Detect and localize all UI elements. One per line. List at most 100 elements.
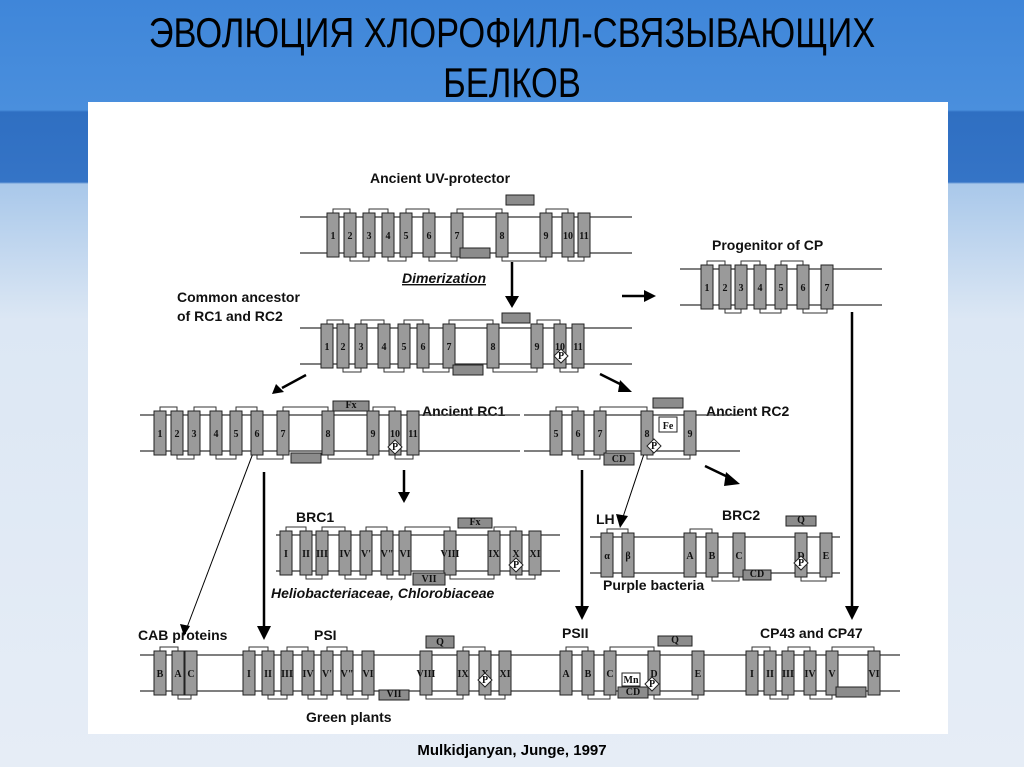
helix-common-9 bbox=[530, 323, 544, 369]
helix-label: C bbox=[187, 669, 194, 680]
label-ancient-rc1: Ancient RC1 bbox=[422, 403, 505, 419]
helix-label: 4 bbox=[214, 429, 219, 440]
helix-label: XI bbox=[529, 549, 540, 560]
helix-psii-2 bbox=[581, 650, 595, 696]
helix-cp-4 bbox=[803, 650, 817, 696]
helix-lh-2 bbox=[621, 532, 635, 578]
helix-rc1-9 bbox=[366, 410, 380, 456]
helix-label: E bbox=[823, 551, 830, 562]
svg-text:Q: Q bbox=[797, 515, 805, 526]
helix-cp-2 bbox=[763, 650, 777, 696]
helix-rc1-7 bbox=[276, 410, 290, 456]
citation: Mulkidjanyan, Junge, 1997 bbox=[417, 742, 607, 759]
helix-label: 10 bbox=[563, 231, 573, 242]
helix-label: 1 bbox=[705, 283, 710, 294]
helix-rc1-2 bbox=[170, 410, 184, 456]
mn-box-psii: Mn bbox=[621, 672, 641, 687]
svg-text:Mn: Mn bbox=[624, 675, 639, 686]
label-ancient-rc2: Ancient RC2 bbox=[706, 403, 789, 419]
slide-title: ЭВОЛЮЦИЯ ХЛОРОФИЛЛ-СВЯЗЫВАЮЩИХ БЕЛКОВ bbox=[148, 9, 876, 106]
helix-cp-1 bbox=[745, 650, 759, 696]
helix-brc1-6 bbox=[380, 530, 394, 576]
helix-uv-4 bbox=[381, 212, 395, 258]
helix-label: 10 bbox=[390, 429, 400, 440]
helix-label: B bbox=[585, 669, 592, 680]
label-dimerization: Dimerization bbox=[402, 270, 486, 286]
helix-label: A bbox=[686, 551, 694, 562]
helix-psi-5 bbox=[320, 650, 334, 696]
helix-psi-8 bbox=[419, 650, 433, 696]
helix-label: 1 bbox=[325, 342, 330, 353]
helix-brc1-5 bbox=[359, 530, 373, 576]
helix-psi-2 bbox=[261, 650, 275, 696]
helix-label: I bbox=[247, 669, 251, 680]
helix-brc1-1 bbox=[279, 530, 293, 576]
helix-label: XI bbox=[499, 669, 510, 680]
p-cofactor-common: P bbox=[553, 348, 569, 364]
svg-text:Fe: Fe bbox=[663, 421, 674, 432]
uv-top-loop-box bbox=[505, 194, 535, 206]
helix-rc2-2 bbox=[571, 410, 585, 456]
label-purple: Purple bacteria bbox=[603, 577, 704, 593]
helix-label: 4 bbox=[758, 283, 763, 294]
svg-text:P: P bbox=[558, 351, 564, 362]
p-cofactor-psi: P bbox=[477, 672, 493, 688]
helix-psi-7 bbox=[361, 650, 375, 696]
helix-label: III bbox=[782, 669, 794, 680]
svg-text:P: P bbox=[651, 441, 657, 452]
helix-uv-8 bbox=[495, 212, 509, 258]
helix-label: VI bbox=[868, 669, 879, 680]
helix-cab-1 bbox=[153, 650, 167, 696]
fx-box-brc1: Fx bbox=[457, 517, 493, 529]
cp-loop-box bbox=[835, 686, 867, 698]
svg-text:Q: Q bbox=[671, 635, 679, 646]
helix-progenitor-4 bbox=[753, 264, 767, 310]
fe-box-rc2: Fe bbox=[658, 416, 678, 433]
helix-uv-10 bbox=[561, 212, 575, 258]
helix-label: 3 bbox=[739, 283, 744, 294]
helix-psi-6 bbox=[340, 650, 354, 696]
helix-label: VIII bbox=[441, 549, 460, 560]
helix-psi-9 bbox=[456, 650, 470, 696]
common-top-loop-box bbox=[501, 312, 531, 324]
helix-label: 6 bbox=[421, 342, 426, 353]
helix-progenitor-6 bbox=[796, 264, 810, 310]
helix-label: 7 bbox=[455, 231, 460, 242]
helix-label: 2 bbox=[175, 429, 180, 440]
helix-brc1-4 bbox=[338, 530, 352, 576]
helix-label: IX bbox=[488, 549, 500, 560]
label-ancient-uv: Ancient UV-protector bbox=[370, 170, 511, 186]
helix-label: 11 bbox=[408, 429, 417, 440]
helix-label: 2 bbox=[723, 283, 728, 294]
helix-label: B bbox=[157, 669, 164, 680]
helix-psii-3 bbox=[603, 650, 617, 696]
helix-label: X bbox=[512, 549, 520, 560]
helix-progenitor-3 bbox=[734, 264, 748, 310]
helix-label: 8 bbox=[500, 231, 505, 242]
svg-text:Fx: Fx bbox=[345, 400, 356, 411]
helix-label: V" bbox=[381, 549, 394, 560]
cd-box-brc2: CD bbox=[742, 569, 772, 581]
helix-label: 11 bbox=[573, 342, 582, 353]
helix-rc2-3 bbox=[593, 410, 607, 456]
helix-rc2-5 bbox=[683, 410, 697, 456]
label-cp43-cp47: CP43 and CP47 bbox=[760, 625, 863, 641]
helix-label: β bbox=[625, 551, 630, 562]
helix-uv-11 bbox=[577, 212, 591, 258]
helix-label: I bbox=[284, 549, 288, 560]
rc2-top-loop-box bbox=[652, 397, 684, 409]
helix-uv-6 bbox=[422, 212, 436, 258]
helix-label: IX bbox=[457, 669, 469, 680]
label-common-ancestor-2: of RC1 and RC2 bbox=[177, 308, 283, 324]
helix-common-1 bbox=[320, 323, 334, 369]
q-box-brc2: Q bbox=[785, 515, 817, 527]
helix-label: 4 bbox=[386, 231, 391, 242]
helix-uv-7 bbox=[450, 212, 464, 258]
helix-label: 5 bbox=[554, 429, 559, 440]
helix-common-3 bbox=[354, 323, 368, 369]
helix-brc1-9 bbox=[487, 530, 501, 576]
p-cofactor-rc2: P bbox=[646, 438, 662, 454]
